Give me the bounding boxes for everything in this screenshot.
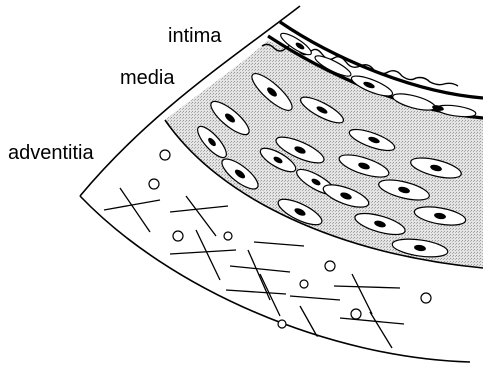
- fibroblast-cell: [278, 320, 286, 328]
- fibroblast-cell: [224, 232, 232, 240]
- collagen-fiber: [230, 266, 290, 272]
- collagen-fiber: [186, 196, 216, 236]
- collagen-fiber: [226, 290, 286, 294]
- collagen-fiber: [352, 274, 372, 314]
- collagen-fiber: [254, 242, 304, 246]
- fibroblast-cell: [160, 150, 170, 160]
- label-intima: intima: [168, 26, 221, 46]
- fibroblast-cell: [421, 293, 431, 303]
- collagen-fiber: [370, 312, 392, 348]
- collagen-fiber: [170, 250, 236, 254]
- fibroblast-cell: [325, 261, 335, 271]
- media-layer: [165, 40, 483, 268]
- fibroblast-cell: [149, 179, 159, 189]
- collagen-fiber: [290, 296, 340, 300]
- fibroblast-cell: [173, 231, 183, 241]
- collagen-fiber: [340, 318, 404, 324]
- collagen-fiber: [170, 206, 228, 212]
- fibroblast-cell: [351, 309, 361, 319]
- fibroblast-cell: [300, 280, 308, 288]
- label-adventitia: adventitia: [8, 143, 94, 163]
- collagen-fiber: [334, 286, 400, 288]
- collagen-fiber: [120, 188, 150, 232]
- collagen-fiber: [196, 230, 220, 280]
- collagen-fiber: [260, 274, 280, 316]
- label-media: media: [120, 68, 174, 88]
